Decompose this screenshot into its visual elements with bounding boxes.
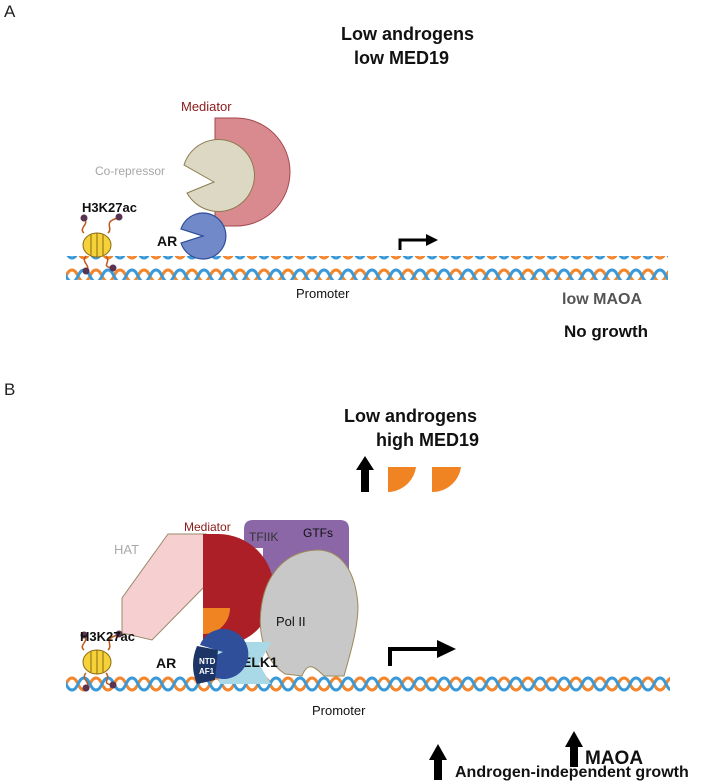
tss-arrow-a bbox=[398, 234, 438, 250]
panel-a-label: A bbox=[4, 2, 16, 21]
panel-a: A Low androgens low MED19 Mediator Co-re… bbox=[4, 2, 668, 341]
growth-label-b: Androgen-independent growth bbox=[455, 764, 689, 781]
panel-b-title-line2: high MED19 bbox=[376, 430, 479, 450]
promoter-label-a: Promoter bbox=[296, 286, 350, 301]
med19-shape-1 bbox=[388, 467, 416, 492]
mediator-label-a: Mediator bbox=[181, 99, 232, 114]
output-label-a: low MAOA bbox=[562, 291, 642, 308]
up-arrow-maoa bbox=[565, 731, 583, 767]
af1-label: AF1 bbox=[199, 667, 215, 676]
ar-label-a: AR bbox=[157, 233, 177, 249]
h3k27ac-label-a: H3K27ac bbox=[82, 200, 137, 215]
h3k27ac-label-b: H3K27ac bbox=[80, 629, 135, 644]
ar-shape-a bbox=[180, 212, 227, 260]
promoter-label-b: Promoter bbox=[312, 703, 366, 718]
panel-b-title-line1: Low androgens bbox=[344, 406, 477, 426]
growth-label-a: No growth bbox=[564, 322, 648, 341]
nucleosome-a bbox=[80, 213, 123, 275]
med19-subunit bbox=[203, 608, 230, 635]
elk1-label: ELK1 bbox=[242, 654, 278, 670]
maoa-label: MAOA bbox=[585, 748, 643, 769]
corepressor-shape bbox=[183, 139, 255, 212]
corepressor-label: Co-repressor bbox=[95, 164, 165, 178]
mediator-label-b: Mediator bbox=[184, 520, 231, 534]
dna-helix-a bbox=[66, 256, 668, 280]
med19-shape-2 bbox=[432, 467, 461, 493]
nucleosome-b bbox=[80, 630, 123, 692]
pol2-shape bbox=[259, 549, 359, 677]
hat-label: HAT bbox=[114, 542, 139, 557]
ntd-label: NTD bbox=[199, 657, 216, 666]
panel-a-title-line2: low MED19 bbox=[354, 48, 449, 68]
ntd-af1-domain bbox=[193, 646, 218, 684]
up-arrow-growth bbox=[429, 744, 447, 780]
panel-b: B Low androgens high MED19 TFIIK GTFs HA… bbox=[4, 380, 689, 781]
dna-helix-b bbox=[66, 673, 670, 697]
gtfs-label: GTFs bbox=[303, 526, 333, 540]
pol2-label: Pol II bbox=[276, 614, 306, 629]
tfiik-label: TFIIK bbox=[249, 530, 278, 544]
ar-label-b: AR bbox=[156, 655, 176, 671]
up-arrow-med19 bbox=[356, 456, 374, 492]
tss-arrow-b bbox=[388, 640, 456, 666]
panel-a-title-line1: Low androgens bbox=[341, 24, 474, 44]
panel-b-label: B bbox=[4, 380, 15, 399]
